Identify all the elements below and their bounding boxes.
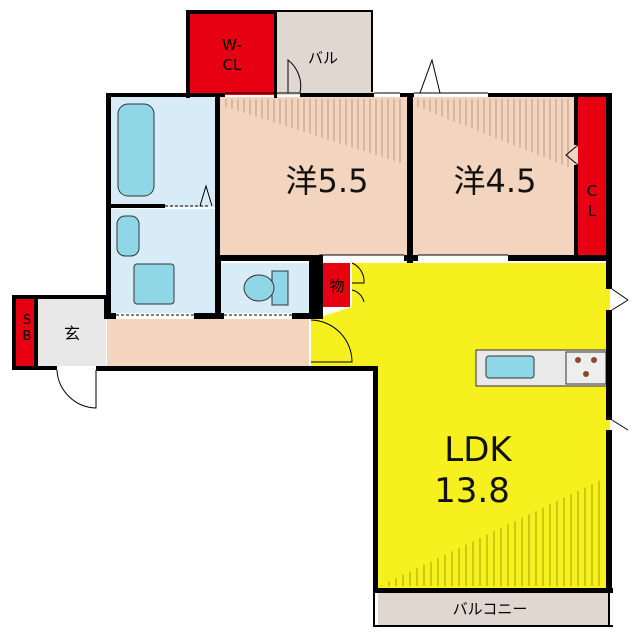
kitchen-sink bbox=[485, 355, 535, 379]
washing-machine bbox=[133, 263, 175, 305]
storage-label: 物 bbox=[329, 277, 344, 295]
hallway-area bbox=[107, 319, 309, 366]
balcony-small-label: バル bbox=[308, 49, 338, 67]
walk-in-closet-label-line1: W-CL bbox=[222, 36, 242, 74]
washbasin bbox=[116, 215, 140, 257]
entrance-label: 玄 bbox=[64, 324, 80, 343]
storage-area bbox=[323, 263, 350, 307]
balcony-area bbox=[378, 593, 610, 625]
balcony-label: バルコニー bbox=[453, 600, 528, 618]
balcony-small-area bbox=[276, 12, 373, 95]
western-room-45-label: 洋4.5 bbox=[454, 162, 537, 200]
western-room-55-label: 洋5.5 bbox=[286, 162, 369, 200]
doors bbox=[56, 58, 629, 591]
toilet-bowl bbox=[243, 270, 289, 306]
bathtub bbox=[117, 103, 155, 197]
stove bbox=[565, 351, 607, 385]
walk-in-closet-label: W-CL bbox=[222, 36, 242, 74]
ldk-name-label: LDK bbox=[444, 430, 513, 470]
ldk-area bbox=[311, 263, 610, 588]
entrance-area bbox=[38, 299, 106, 366]
closet-area bbox=[578, 97, 606, 255]
shoe-box-area bbox=[16, 299, 38, 366]
walk-in-closet-area bbox=[190, 12, 274, 95]
ldk-size-label: 13.8 bbox=[434, 471, 510, 511]
